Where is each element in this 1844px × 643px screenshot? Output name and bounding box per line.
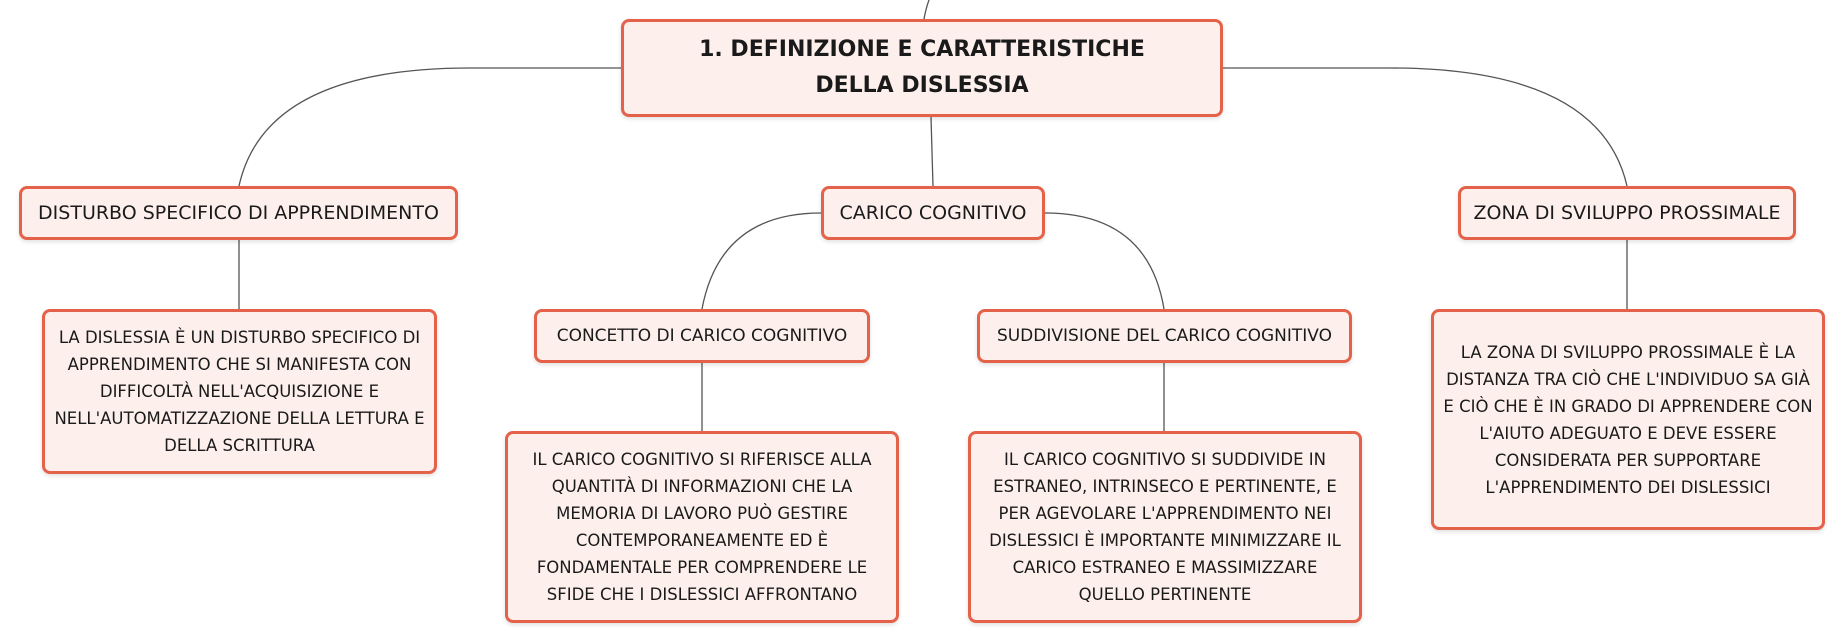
- connector-cc-to-concetto: [701, 212, 822, 310]
- subtopic-concetto-carico-cognitivo[interactable]: CONCETTO DI CARICO COGNITIVO: [534, 309, 870, 363]
- detail-suddivisione-carico-cognitivo[interactable]: IL CARICO COGNITIVO SI SUDDIVIDE IN ESTR…: [968, 431, 1362, 623]
- detail-concetto-carico-cognitivo[interactable]: IL CARICO COGNITIVO SI RIFERISCE ALLA QU…: [505, 431, 899, 623]
- topic-zona-sviluppo-prossimale-label: ZONA DI SVILUPPO PROSSIMALE: [1473, 202, 1781, 224]
- detail-disturbo-specifico-text: LA DISLESSIA È UN DISTURBO SPECIFICO DI …: [54, 328, 425, 455]
- subtopic-concetto-carico-cognitivo-label: CONCETTO DI CARICO COGNITIVO: [556, 326, 848, 346]
- detail-disturbo-specifico[interactable]: LA DISLESSIA È UN DISTURBO SPECIFICO DI …: [42, 309, 437, 474]
- topic-disturbo-specifico-label: DISTURBO SPECIFICO DI APPRENDIMENTO: [38, 202, 439, 224]
- connector-root-to-carico-cognitivo: [930, 116, 934, 187]
- detail-zona-sviluppo-prossimale-text: LA ZONA DI SVILUPPO PROSSIMALE È LA DIST…: [1443, 342, 1813, 497]
- topic-carico-cognitivo-label: CARICO COGNITIVO: [839, 202, 1027, 224]
- connector-root-to-dsa: [238, 67, 621, 187]
- subtopic-suddivisione-carico-cognitivo-label: SUDDIVISIONE DEL CARICO COGNITIVO: [996, 326, 1333, 346]
- topic-zona-sviluppo-prossimale[interactable]: ZONA DI SVILUPPO PROSSIMALE: [1458, 186, 1796, 240]
- root-topic-title: 1. DEFINIZIONE E CARATTERISTICHE DELLA D…: [699, 37, 1145, 98]
- connector-parent-to-root: [923, 0, 930, 20]
- topic-carico-cognitivo[interactable]: CARICO COGNITIVO: [821, 186, 1045, 240]
- root-topic[interactable]: 1. DEFINIZIONE E CARATTERISTICHE DELLA D…: [621, 19, 1223, 117]
- connector-root-to-zsp: [1223, 67, 1628, 187]
- connector-cc-to-suddivisione: [1044, 212, 1165, 310]
- detail-concetto-carico-cognitivo-text: IL CARICO COGNITIVO SI RIFERISCE ALLA QU…: [532, 450, 872, 604]
- detail-suddivisione-carico-cognitivo-text: IL CARICO COGNITIVO SI SUDDIVIDE IN ESTR…: [989, 450, 1341, 604]
- subtopic-suddivisione-carico-cognitivo[interactable]: SUDDIVISIONE DEL CARICO COGNITIVO: [977, 309, 1352, 363]
- detail-zona-sviluppo-prossimale[interactable]: LA ZONA DI SVILUPPO PROSSIMALE È LA DIST…: [1431, 309, 1825, 530]
- topic-disturbo-specifico[interactable]: DISTURBO SPECIFICO DI APPRENDIMENTO: [19, 186, 458, 240]
